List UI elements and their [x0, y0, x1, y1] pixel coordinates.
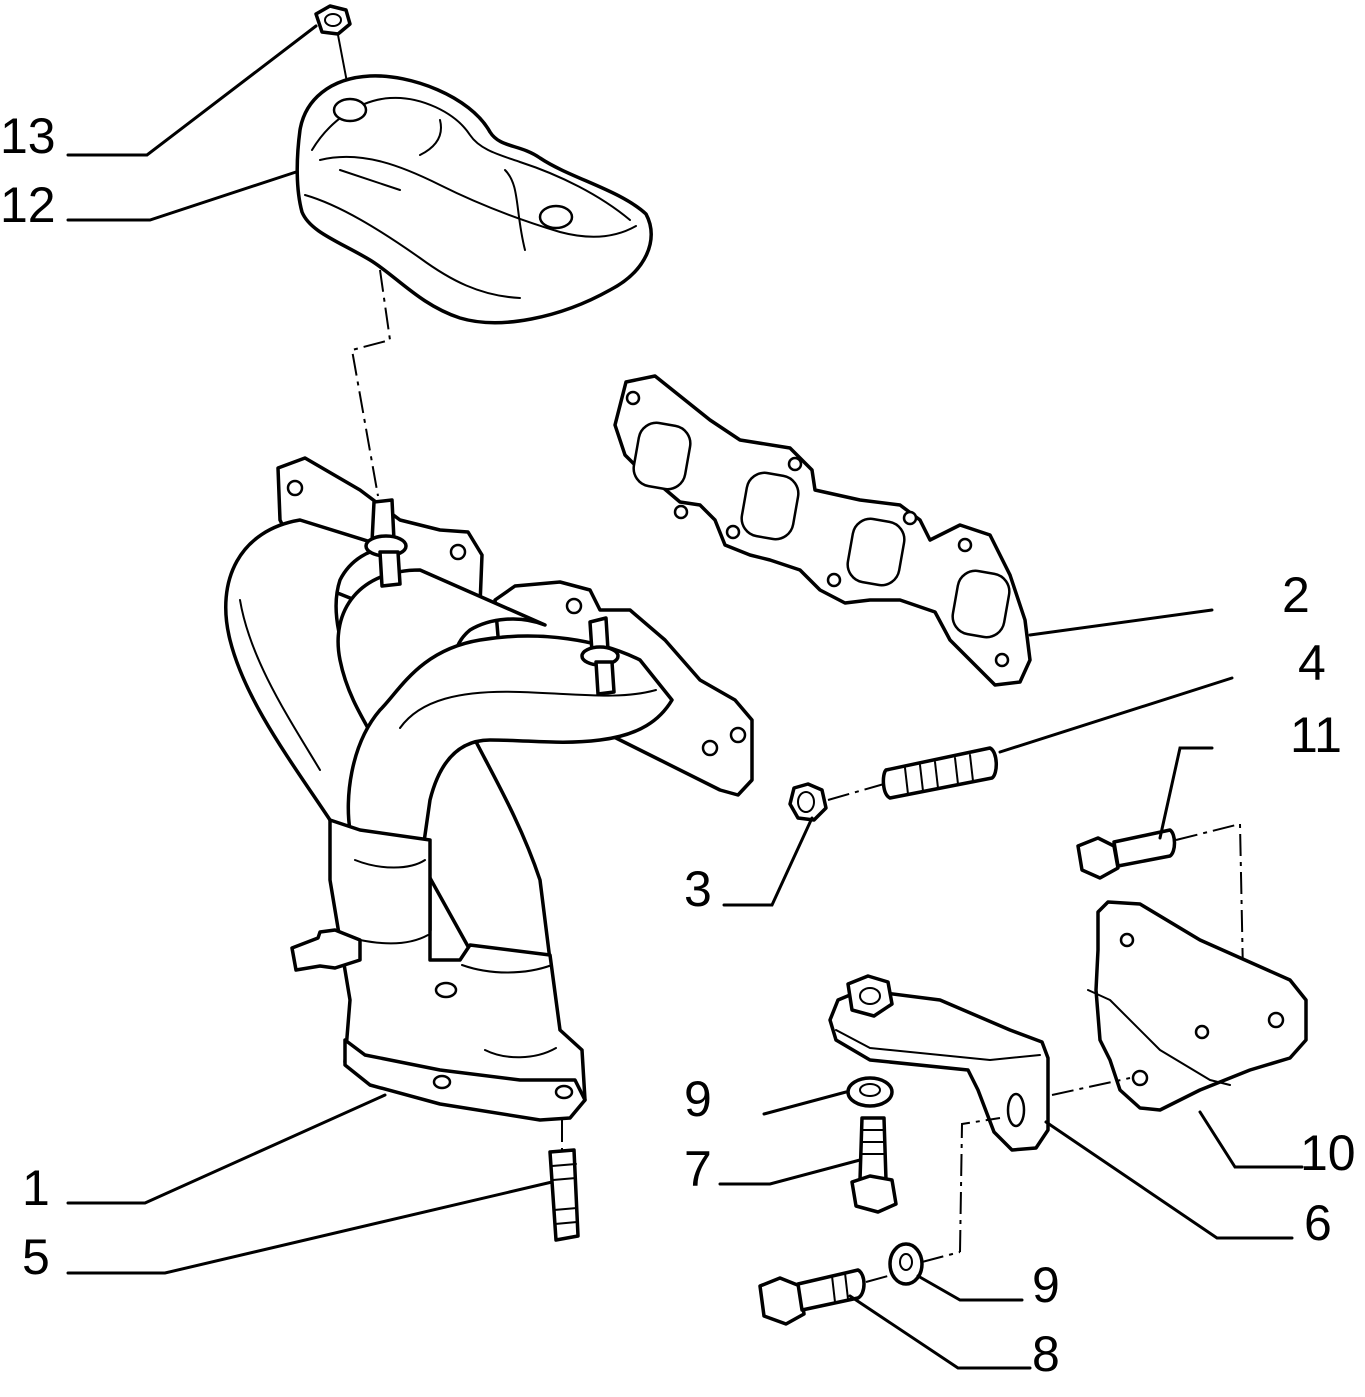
leader-lines	[66, 24, 1304, 1370]
part-8-bolt	[758, 1268, 889, 1326]
callout-3: 3	[684, 861, 712, 917]
callout-12: 12	[0, 177, 56, 233]
part-12-heat-shield	[295, 74, 653, 325]
callout-8: 8	[1032, 1326, 1060, 1382]
part-5-stud	[548, 1120, 580, 1242]
part-9-washer-upper	[846, 1076, 894, 1108]
part-13-nut	[314, 4, 352, 99]
part-10-bracket-plate	[1087, 900, 1308, 1112]
part-4-stud	[881, 746, 998, 800]
callout-6: 6	[1304, 1195, 1332, 1251]
callout-1: 1	[22, 1160, 50, 1216]
part-9-washer-lower	[888, 1117, 1001, 1286]
callout-4: 4	[1298, 635, 1326, 691]
callout-13: 13	[0, 108, 56, 164]
callout-9-lower: 9	[1032, 1257, 1060, 1313]
callout-10: 10	[1300, 1125, 1356, 1181]
part-2-gasket	[613, 374, 1032, 687]
callout-9-upper: 9	[684, 1071, 712, 1127]
part-6-bracket	[828, 974, 1131, 1152]
callout-5: 5	[22, 1229, 50, 1285]
callout-7: 7	[684, 1141, 712, 1197]
part-3-nut	[788, 782, 885, 822]
callout-11: 11	[1290, 707, 1342, 763]
callout-2: 2	[1282, 567, 1310, 623]
part-7-bolt	[850, 1116, 898, 1214]
part-1-exhaust-manifold	[224, 456, 754, 1122]
